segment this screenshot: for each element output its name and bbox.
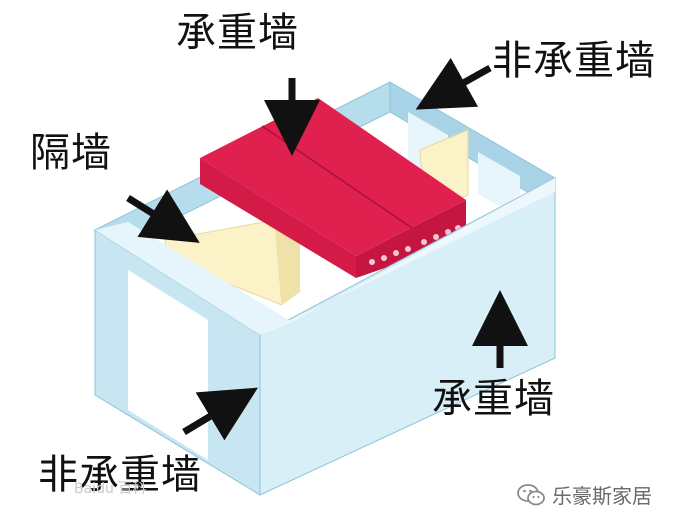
label-load-bearing-wall-bottom-right: 承重墙 xyxy=(432,376,555,422)
label-non-load-bearing-wall-top-right: 非承重墙 xyxy=(492,38,656,84)
front-walls xyxy=(94,177,556,496)
arrows xyxy=(126,57,528,441)
slab-left-face xyxy=(200,158,356,278)
front-left-wall-opening xyxy=(128,270,208,460)
back-right-window-2 xyxy=(478,152,520,218)
label-partition-wall: 隔墙 xyxy=(30,130,112,176)
arrow-non-load-bearing-bottom-left xyxy=(182,387,259,441)
arrow-partition xyxy=(126,189,200,243)
wall-top-edge-front xyxy=(95,222,292,335)
label-top-load-bearing-wall: 承重墙 xyxy=(176,10,299,56)
arrow-non-load-bearing-top-right xyxy=(415,57,492,110)
wechat-icon xyxy=(517,483,545,505)
brand-name: 乐豪斯家居 xyxy=(552,484,652,508)
partition-wall-side xyxy=(275,220,300,305)
label-non-load-bearing-wall-bottom-left: 非承重墙 xyxy=(38,452,202,498)
baidu-watermark: Baidu 百科 xyxy=(74,481,147,497)
brand-watermark: 乐豪斯家居 xyxy=(516,480,652,509)
slab-holes xyxy=(369,225,461,265)
front-right-wall xyxy=(259,177,556,496)
